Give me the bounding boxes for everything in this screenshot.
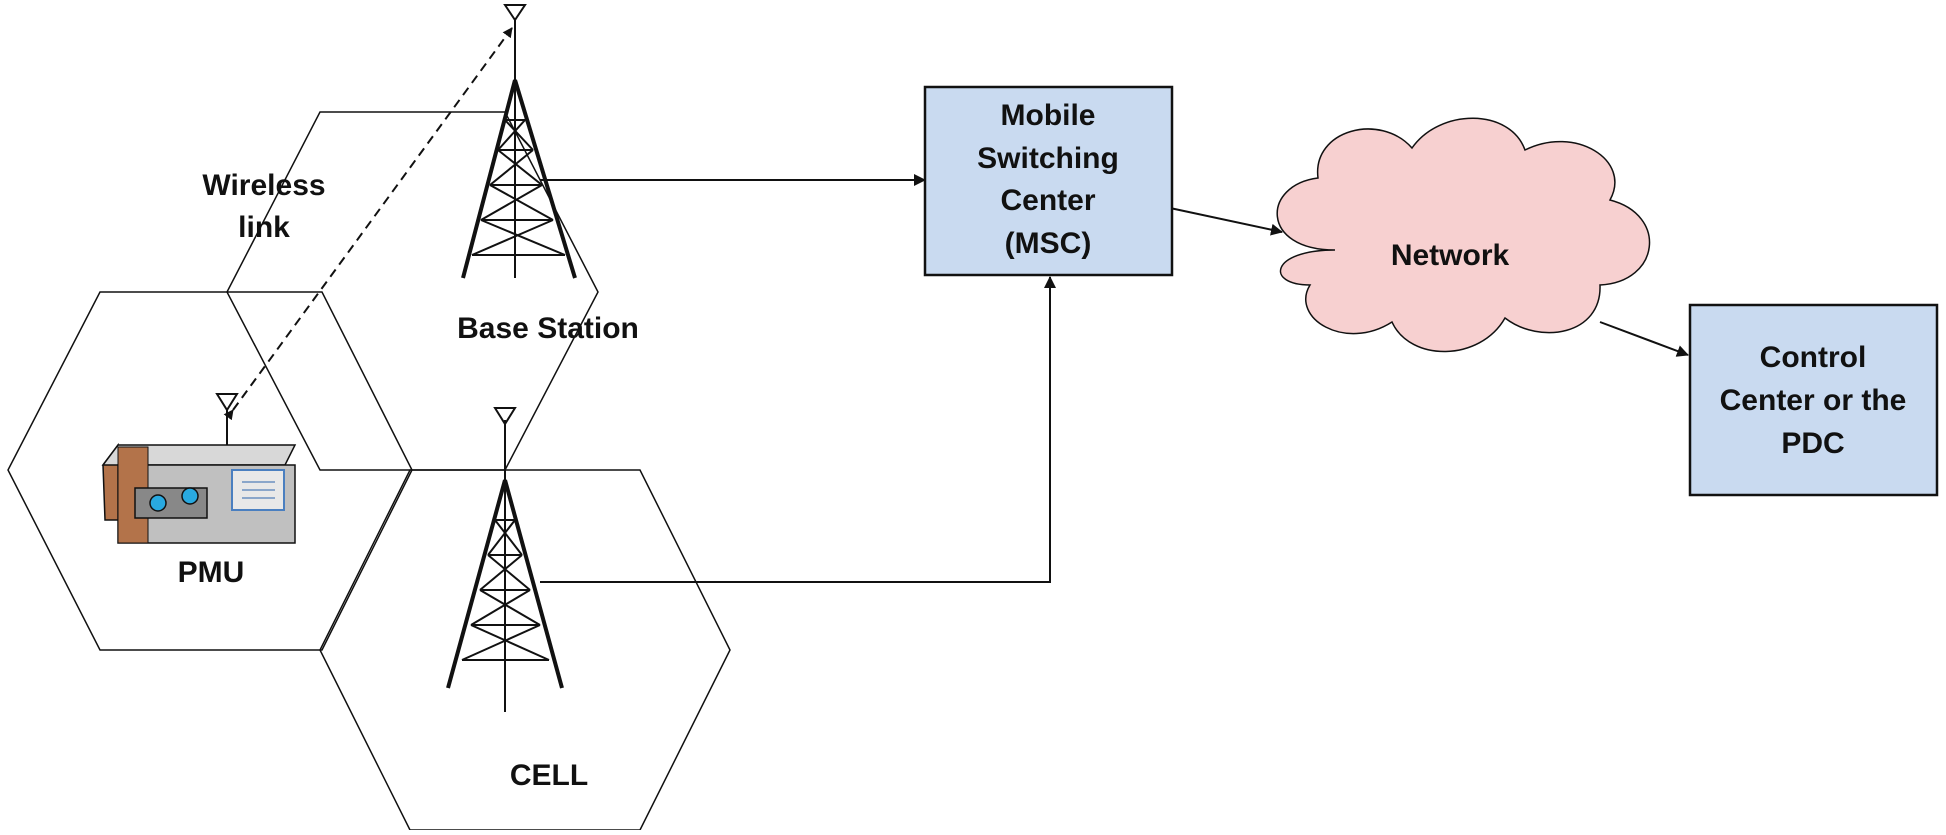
control-box-line-2: Center or the (1720, 384, 1907, 417)
antenna-icon (215, 393, 239, 445)
tower-icon (446, 407, 564, 712)
cloud-icon (1276, 117, 1651, 353)
control-box-line-3: PDC (1781, 427, 1844, 460)
arrow-icon (1169, 207, 1283, 236)
arrow-icon (540, 276, 1056, 583)
control-center-box (1688, 303, 1939, 497)
tower-icon (461, 4, 577, 279)
msc-box (923, 85, 1174, 277)
arrow-icon (1599, 321, 1689, 357)
base-station-label: Base Station (457, 312, 639, 345)
pmu-device-icon (101, 442, 297, 544)
wireless-link-label-line-1: Wireless (202, 169, 325, 202)
msc-box-line-3: Center (1000, 184, 1095, 217)
network-label: Network (1391, 239, 1510, 272)
msc-box-line-4: (MSC) (1005, 227, 1092, 260)
wireless-link-line (223, 27, 513, 421)
pmu-label: PMU (178, 556, 245, 589)
cell-label: CELL (510, 759, 588, 792)
msc-box-line-2: Switching (977, 142, 1119, 175)
msc-box-line-1: Mobile (1001, 99, 1096, 132)
wireless-link-label-line-2: link (238, 211, 290, 244)
control-box-line-1: Control (1760, 341, 1867, 374)
